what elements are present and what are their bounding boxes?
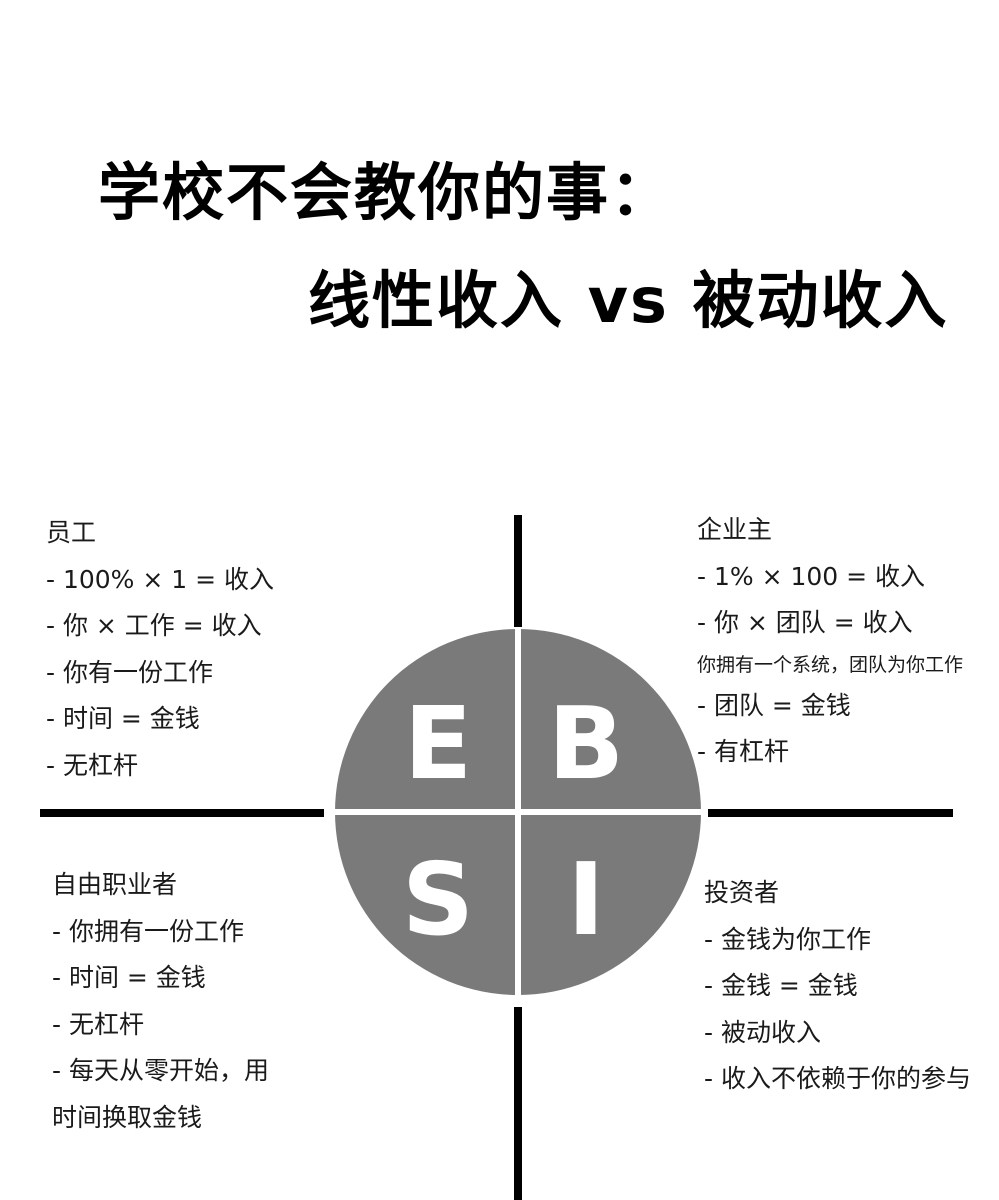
quadrant-s-item: 时间换取金钱	[52, 1102, 203, 1132]
title-line-1: 学校不会教你的事：	[98, 156, 675, 229]
quadrant-e-item: - 无杠杆	[46, 750, 138, 780]
quadrant-b-note: 你拥有一个系统，团队为你工作	[697, 653, 964, 676]
quadrant-e-heading: 员工	[46, 518, 97, 547]
quadrant-b-item: - 你 × 团队 = 收入	[697, 608, 913, 637]
letter-e: E	[404, 685, 472, 802]
quadrant-s-item: - 无杠杆	[52, 1009, 144, 1039]
quadrant-b-item: - 团队 = 金钱	[697, 690, 851, 720]
quadrant-b-text: 企业主 - 1% × 100 = 收入 - 你 × 团队 = 收入 你拥有一个系…	[697, 507, 963, 776]
quadrant-e-item: - 你有一份工作	[46, 657, 213, 687]
letter-b: B	[548, 685, 624, 802]
quadrant-i-item: - 收入不依赖于你的参与	[704, 1064, 971, 1093]
quadrant-b-item: - 1% × 100 = 收入	[697, 561, 926, 591]
quadrant-i-item: - 金钱 = 金钱	[704, 971, 858, 1000]
quadrant-i-text: 投资者 - 金钱为你工作 - 金钱 = 金钱 - 被动收入 - 收入不依赖于你的…	[704, 870, 971, 1103]
title-line-2: 线性收入 vs 被动收入	[308, 264, 949, 337]
quadrant-i-heading: 投资者	[704, 878, 780, 907]
quadrant-e-text: 员工 - 100% × 1 = 收入 - 你 × 工作 = 收入 - 你有一份工…	[46, 510, 274, 789]
quadrant-b-heading: 企业主	[697, 515, 773, 544]
quadrant-s-item: - 时间 = 金钱	[52, 963, 206, 992]
quadrant-i-item: - 金钱为你工作	[704, 924, 871, 954]
letter-s: S	[402, 841, 474, 958]
quadrant-s-item: - 你拥有一份工作	[52, 916, 244, 946]
quadrant-e-item: - 100% × 1 = 收入	[46, 564, 275, 594]
quadrant-s-item: - 每天从零开始，用	[52, 1056, 269, 1085]
quadrant-i-item: - 被动收入	[704, 1017, 821, 1047]
letter-i: I	[567, 841, 604, 958]
quadrant-b-item: - 有杠杆	[697, 737, 789, 766]
quadrant-s-heading: 自由职业者	[52, 870, 178, 899]
quadrant-s-text: 自由职业者 - 你拥有一份工作 - 时间 = 金钱 - 无杠杆 - 每天从零开始…	[52, 862, 269, 1141]
quadrant-e-item: - 时间 = 金钱	[46, 704, 200, 733]
quadrant-e-item: - 你 × 工作 = 收入	[46, 611, 262, 640]
